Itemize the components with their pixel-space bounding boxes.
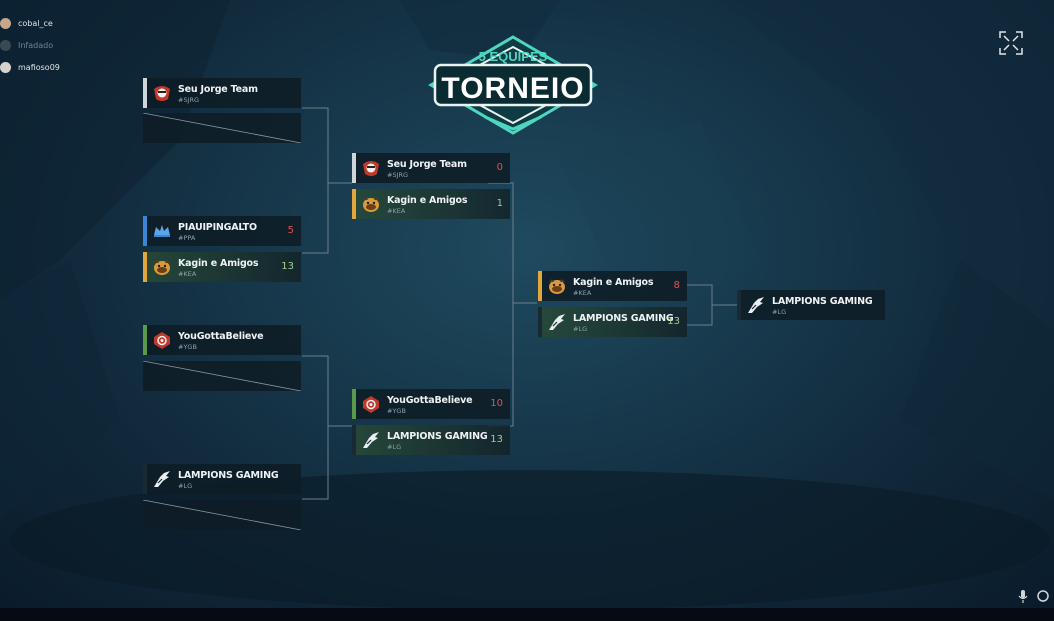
team-tag: #SJRG (387, 171, 409, 179)
bracket-slot[interactable]: Seu Jorge Team #SJRG (143, 78, 301, 108)
team-score: 10 (490, 398, 503, 409)
team-score: 13 (490, 434, 503, 445)
empty-slot (143, 500, 301, 530)
sjrg-logo-icon (361, 158, 381, 178)
bracket-slot[interactable]: LAMPIONS GAMING #LG 13 (538, 307, 687, 337)
party-member[interactable]: Infadado (0, 34, 60, 56)
bracket-slot[interactable]: PIAUIPINGALTO #PPA 5 (143, 216, 301, 246)
team-tag: #KEA (178, 270, 197, 278)
team-score: 13 (667, 316, 680, 327)
team-name: YouGottaBelieve (387, 395, 473, 406)
team-tag: #LG (387, 443, 402, 451)
bracket-slot[interactable]: Kagin e Amigos #KEA 8 (538, 271, 687, 301)
party-member-name: mafioso09 (18, 62, 60, 72)
party-member[interactable]: mafioso09 (0, 56, 60, 78)
bulldog-logo-icon (152, 257, 172, 277)
team-name: LAMPIONS GAMING (178, 470, 279, 481)
team-tag: #YGB (178, 343, 197, 351)
team-name: Seu Jorge Team (387, 159, 467, 170)
team-name: Kagin e Amigos (178, 258, 259, 269)
bulldog-logo-icon (547, 276, 567, 296)
lampions-logo-icon (152, 469, 172, 489)
team-name: PIAUIPINGALTO (178, 222, 257, 233)
empty-slot (143, 361, 301, 391)
lampions-logo-icon (361, 430, 381, 450)
team-tag: #YGB (387, 407, 406, 415)
team-tag: #LG (573, 325, 588, 333)
team-score: 13 (281, 261, 294, 272)
team-tag: #KEA (387, 207, 406, 215)
ygb-logo-icon (152, 330, 172, 350)
team-name: YouGottaBelieve (178, 331, 264, 342)
bottom-bar (0, 608, 1054, 621)
team-name: Seu Jorge Team (178, 84, 258, 95)
tournament-logo: 5 EQUIPES TORNEIO (428, 35, 598, 135)
lampions-logo-icon (547, 312, 567, 332)
fullscreen-icon[interactable] (998, 30, 1024, 56)
team-score: 5 (287, 225, 294, 236)
sjrg-logo-icon (152, 83, 172, 103)
team-tag: #PPA (178, 234, 196, 242)
team-tag: #LG (772, 308, 787, 316)
empty-slot (143, 113, 301, 143)
team-tag: #SJRG (178, 96, 200, 104)
crown-logo-icon (152, 221, 172, 241)
team-score: 0 (496, 162, 503, 173)
bracket-slot[interactable]: YouGottaBelieve #YGB 10 (352, 389, 510, 419)
bulldog-logo-icon (361, 194, 381, 214)
avatar (0, 39, 11, 51)
team-name: LAMPIONS GAMING (772, 296, 873, 307)
settings-ring-icon[interactable] (1036, 589, 1050, 603)
bracket-slot[interactable]: Kagin e Amigos #KEA 13 (143, 252, 301, 282)
tournament-subtitle: 5 EQUIPES (479, 49, 548, 64)
bracket-slot[interactable]: Seu Jorge Team #SJRG 0 (352, 153, 510, 183)
lampions-logo-icon (746, 295, 766, 315)
ygb-logo-icon (361, 394, 381, 414)
team-tag: #LG (178, 482, 193, 490)
team-name: LAMPIONS GAMING (573, 313, 674, 324)
party-member[interactable]: cobal_ce (0, 12, 60, 34)
bracket-slot[interactable]: Kagin e Amigos #KEA 1 (352, 189, 510, 219)
team-name: Kagin e Amigos (387, 195, 468, 206)
team-name: LAMPIONS GAMING (387, 431, 488, 442)
team-name: Kagin e Amigos (573, 277, 654, 288)
bracket-slot[interactable]: LAMPIONS GAMING #LG 13 (352, 425, 510, 455)
bracket-slot[interactable]: LAMPIONS GAMING #LG (143, 464, 301, 494)
party-list: cobal_ce Infadado mafioso09 (0, 12, 60, 78)
avatar (0, 61, 11, 73)
party-member-name: cobal_ce (18, 18, 53, 28)
team-score: 1 (496, 198, 503, 209)
microphone-icon[interactable] (1016, 589, 1030, 604)
avatar (0, 17, 11, 29)
bracket-slot[interactable]: YouGottaBelieve #YGB (143, 325, 301, 355)
tournament-title: TORNEIO (441, 72, 584, 105)
team-tag: #KEA (573, 289, 592, 297)
team-score: 8 (673, 280, 680, 291)
party-member-name: Infadado (18, 40, 54, 50)
champion-slot[interactable]: LAMPIONS GAMING #LG (737, 290, 885, 320)
